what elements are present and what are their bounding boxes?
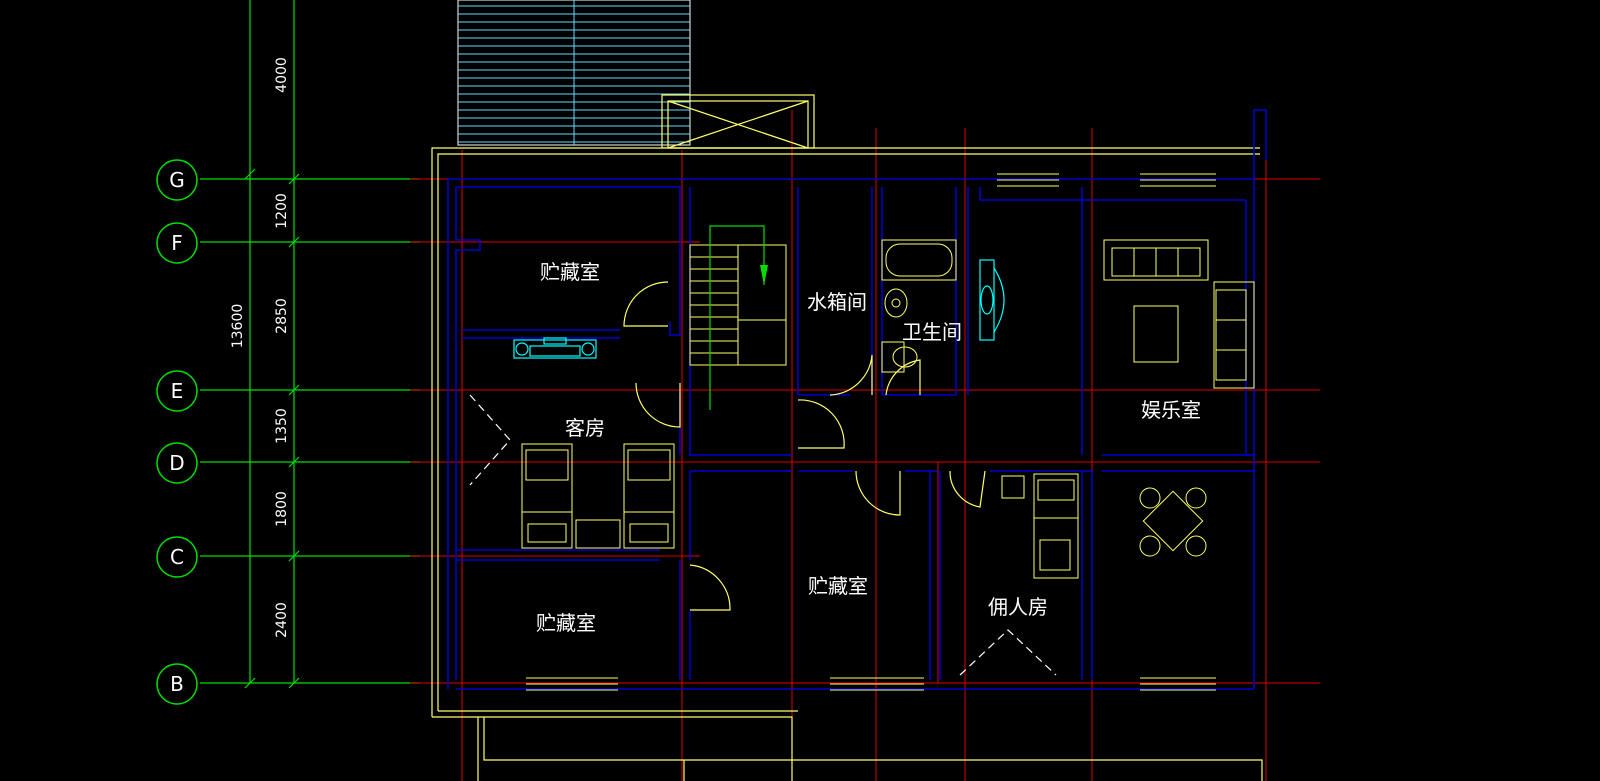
servant-wardrobe-mark <box>959 629 1057 676</box>
desk-icon <box>513 337 597 359</box>
bed-icon <box>521 443 675 549</box>
dimension-lines <box>200 0 420 689</box>
bathtub-icon <box>881 239 957 281</box>
room-label-guest: 客房 <box>565 416 605 440</box>
axis-label-d: D <box>169 451 184 475</box>
axis-labels: G F E D C B <box>169 168 185 696</box>
axis-bubbles <box>156 159 198 705</box>
room-label-servant: 佣人房 <box>988 595 1048 619</box>
toilet-icon <box>881 288 918 373</box>
room-label-storage-middle: 贮藏室 <box>808 574 868 598</box>
servant-bed-icon <box>1001 473 1079 579</box>
axis-label-b: B <box>170 672 184 696</box>
axis-bubble-b <box>156 663 198 705</box>
washbasin-icon <box>979 259 1005 341</box>
room-label-water-tank: 水箱间 <box>807 290 867 314</box>
axis-bubble-e <box>156 370 198 412</box>
wardrobe-mark <box>469 394 511 486</box>
dim-top-extension: 4000 <box>274 57 290 93</box>
axis-label-e: E <box>171 379 184 403</box>
dimension-texts: 4000 1200 2850 1350 1800 2400 13600 <box>230 57 290 638</box>
room-label-storage-top-left: 贮藏室 <box>540 260 600 284</box>
axis-label-c: C <box>170 545 184 569</box>
axis-label-g: G <box>169 168 185 192</box>
outer-finish <box>431 94 1263 781</box>
room-labels: 贮藏室 水箱间 卫生间 娱乐室 客房 贮藏室 佣人房 贮藏室 <box>536 260 1201 635</box>
axis-grid <box>410 110 1320 781</box>
dim-segment-1: 1200 <box>274 193 290 229</box>
room-label-storage-bottom-left: 贮藏室 <box>536 611 596 635</box>
doors <box>623 281 986 611</box>
dim-segment-3: 1350 <box>274 408 290 444</box>
room-label-entertainment: 娱乐室 <box>1141 398 1201 422</box>
axis-bubble-f <box>156 222 198 264</box>
upper-stair-hatch <box>457 0 691 146</box>
dim-segment-4: 1800 <box>274 491 290 527</box>
dining-set-icon <box>1139 487 1207 557</box>
dim-segment-5: 2400 <box>274 602 290 638</box>
sofa-icon <box>1103 239 1255 389</box>
axis-label-f: F <box>171 231 183 255</box>
windows <box>526 173 1216 691</box>
dim-segment-2: 2850 <box>274 298 290 334</box>
stair-icon <box>689 225 787 410</box>
room-label-bathroom: 卫生间 <box>902 320 962 344</box>
axis-bubble-c <box>156 536 198 578</box>
axis-bubble-d <box>156 442 198 484</box>
dim-total: 13600 <box>230 304 246 349</box>
axis-bubble-g <box>156 159 198 201</box>
